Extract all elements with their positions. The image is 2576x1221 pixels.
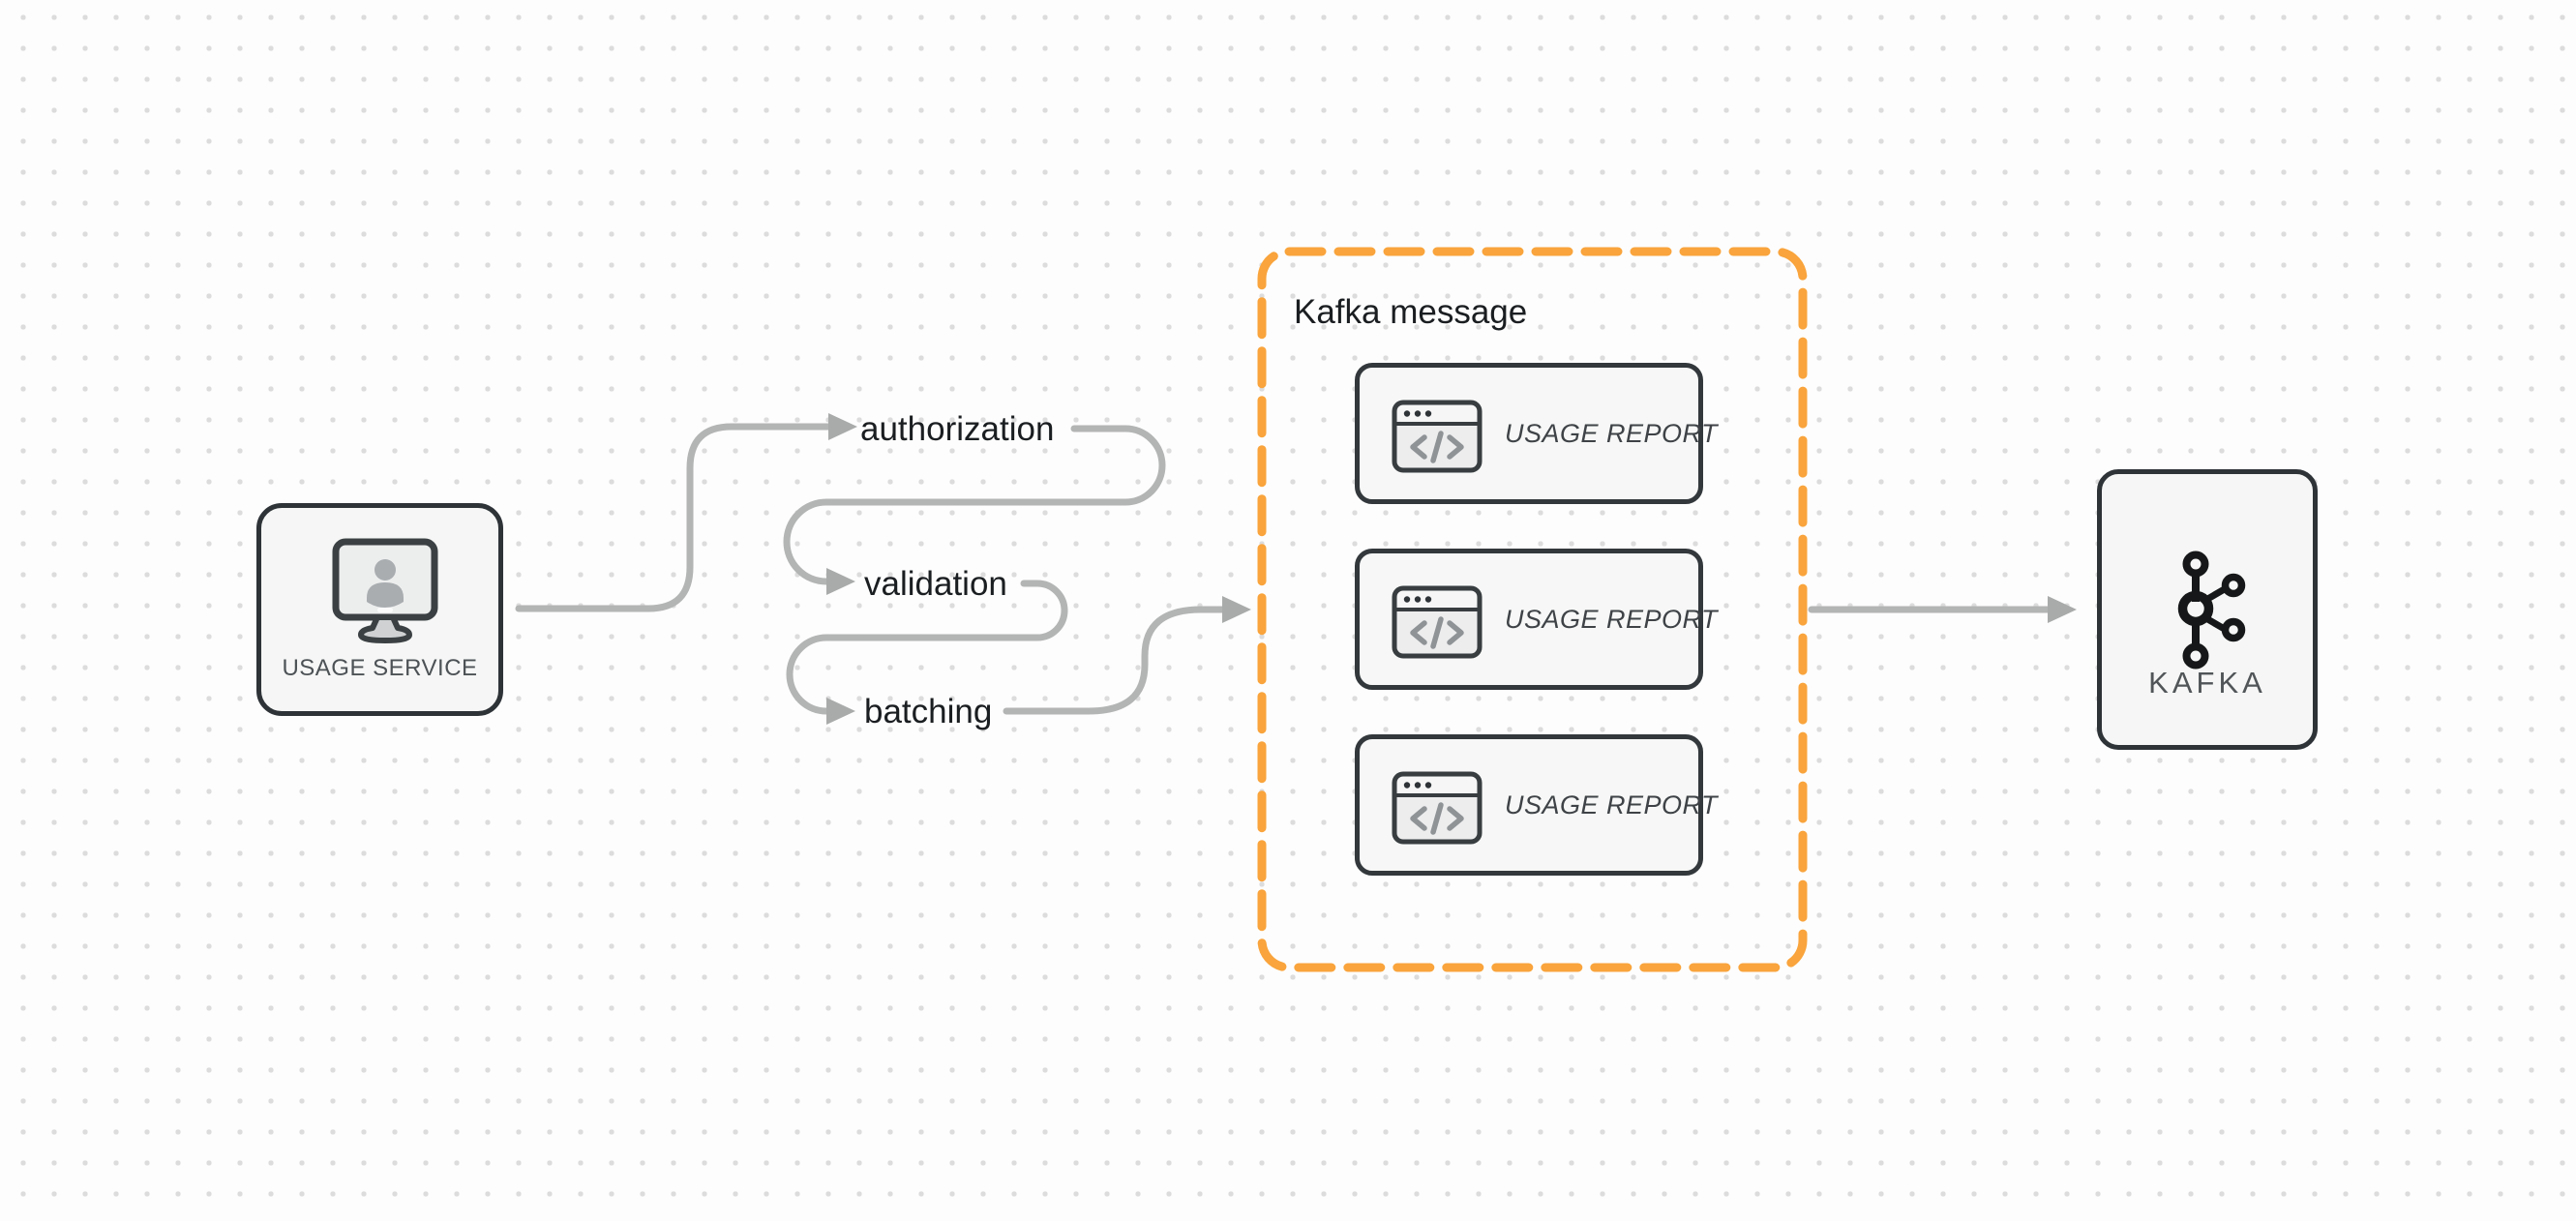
arrowhead-batching [826, 698, 855, 725]
step-batching[interactable]: batching [864, 693, 993, 730]
usage-report-card-3[interactable]: USAGE REPORT [1355, 734, 1718, 879]
monitor-user-icon [332, 538, 438, 643]
usage-service-label: USAGE SERVICE [282, 655, 478, 681]
connector-usage-to-authorization [515, 423, 832, 612]
arrowhead-group [1222, 596, 1251, 623]
connector-authorization-to-validation [783, 425, 1166, 585]
kafka-message-group-title: Kafka message [1294, 293, 1528, 331]
arrowhead-authorization [828, 413, 857, 440]
kafka-logo-icon [2177, 551, 2246, 670]
step-authorization[interactable]: authorization [860, 410, 1055, 448]
browser-code-icon [1392, 400, 1483, 473]
connector-validation-to-batching [786, 580, 1068, 715]
usage-service-node[interactable]: USAGE SERVICE [256, 503, 503, 716]
kafka-message-group-boundary[interactable] [1257, 247, 1808, 972]
usage-report-card-2[interactable]: USAGE REPORT [1355, 549, 1718, 694]
kafka-label: KAFKA [2148, 666, 2266, 700]
connector-batching-to-group [1003, 606, 1226, 715]
browser-code-icon [1392, 771, 1483, 845]
usage-report-label: USAGE REPORT [1505, 789, 1719, 819]
step-validation[interactable]: validation [864, 565, 1007, 603]
arrowhead-kafka [2048, 596, 2077, 623]
usage-report-label: USAGE REPORT [1505, 418, 1719, 448]
usage-report-card-1[interactable]: USAGE REPORT [1355, 363, 1718, 508]
browser-code-icon [1392, 585, 1483, 659]
usage-report-label: USAGE REPORT [1505, 604, 1719, 634]
kafka-node[interactable]: KAFKA [2097, 469, 2318, 750]
arrowhead-validation [826, 568, 855, 595]
